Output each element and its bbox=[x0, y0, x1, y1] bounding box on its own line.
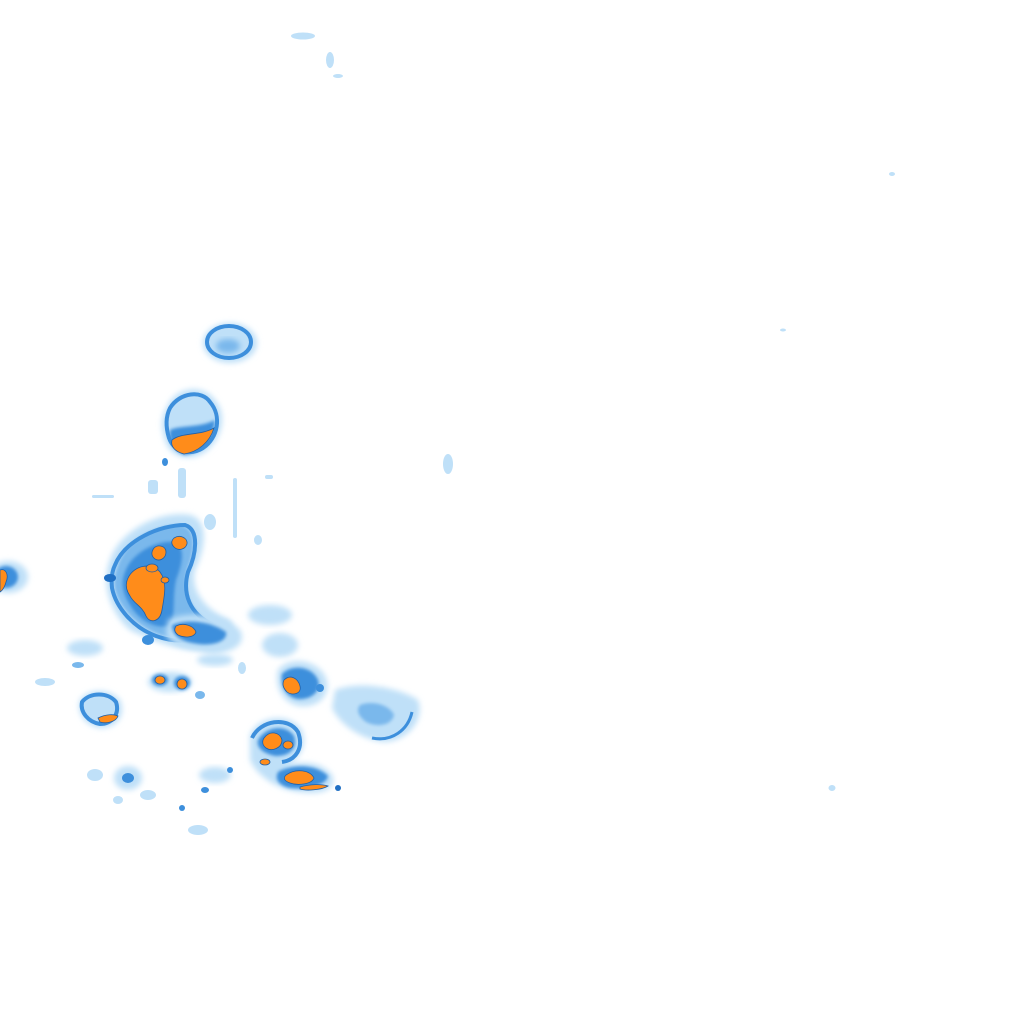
echo-cluster-far-southwest bbox=[87, 766, 233, 835]
echo-cell-east-mid bbox=[277, 661, 328, 707]
echo-core bbox=[151, 545, 167, 561]
echo-cell bbox=[113, 796, 123, 804]
echo-band bbox=[358, 703, 394, 726]
echo-streak bbox=[265, 475, 273, 479]
echo-cell bbox=[238, 662, 246, 674]
echo-cluster-east-light bbox=[332, 685, 420, 742]
echo-halo bbox=[67, 640, 103, 656]
echo-cluster-south bbox=[250, 718, 341, 793]
echo-inner bbox=[216, 339, 240, 353]
echo-cell-west bbox=[0, 561, 28, 593]
echo-cell bbox=[889, 172, 895, 176]
echo-cell bbox=[140, 790, 156, 800]
echo-cell bbox=[72, 662, 84, 668]
echo-cell bbox=[195, 691, 205, 699]
echo-streak bbox=[92, 495, 114, 498]
echo-cell-north-core bbox=[162, 389, 223, 466]
echo-cell bbox=[335, 785, 341, 791]
echo-core bbox=[299, 784, 329, 791]
echo-core bbox=[262, 732, 283, 750]
echo-cell bbox=[104, 574, 116, 582]
echo-cell bbox=[326, 52, 334, 68]
echo-cell bbox=[291, 32, 315, 40]
echo-cluster-south-main bbox=[35, 605, 298, 686]
echo-ring bbox=[164, 392, 220, 455]
echo-cell bbox=[316, 684, 324, 692]
echo-core bbox=[174, 624, 197, 638]
echo-cell bbox=[179, 805, 185, 811]
echo-core bbox=[171, 427, 215, 455]
echo-core bbox=[283, 770, 315, 785]
echo-cell bbox=[780, 328, 786, 332]
echo-core bbox=[154, 675, 166, 685]
echo-cell bbox=[333, 74, 343, 78]
echo-cell bbox=[87, 769, 103, 781]
echo-streak bbox=[233, 478, 237, 538]
echo-cell bbox=[188, 825, 208, 835]
echo-core bbox=[160, 576, 170, 584]
echo-core bbox=[97, 714, 119, 724]
echo-core bbox=[176, 678, 188, 690]
echo-cell bbox=[227, 767, 233, 773]
echo-cell bbox=[204, 514, 216, 530]
echo-streak bbox=[148, 480, 158, 494]
echo-core bbox=[145, 563, 159, 573]
echo-cell bbox=[162, 458, 168, 466]
echo-streaks bbox=[92, 454, 453, 545]
echo-cell bbox=[443, 454, 453, 474]
echo-core bbox=[282, 676, 301, 695]
echo-arc bbox=[371, 711, 414, 741]
echo-halo bbox=[197, 654, 233, 666]
echo-cell bbox=[35, 678, 55, 686]
echo-streak bbox=[178, 468, 186, 498]
echo-core bbox=[0, 569, 8, 593]
echo-cell-southwest bbox=[79, 691, 122, 728]
echo-cell bbox=[201, 787, 209, 793]
echo-cell-ring-north bbox=[203, 323, 257, 363]
echo-cell bbox=[122, 773, 134, 783]
echo-ring bbox=[250, 719, 302, 764]
echo-halo bbox=[248, 605, 292, 625]
echo-halo bbox=[199, 767, 231, 783]
echo-cluster-top bbox=[291, 32, 895, 791]
echo-cell bbox=[142, 635, 154, 645]
echo-core bbox=[282, 740, 294, 750]
echo-core bbox=[171, 536, 188, 550]
echo-ring bbox=[205, 324, 253, 360]
echo-core bbox=[259, 758, 271, 766]
echo-cell bbox=[254, 535, 262, 545]
echo-halo bbox=[262, 633, 298, 657]
echo-cell bbox=[828, 785, 836, 791]
echo-cluster-row bbox=[148, 662, 246, 699]
